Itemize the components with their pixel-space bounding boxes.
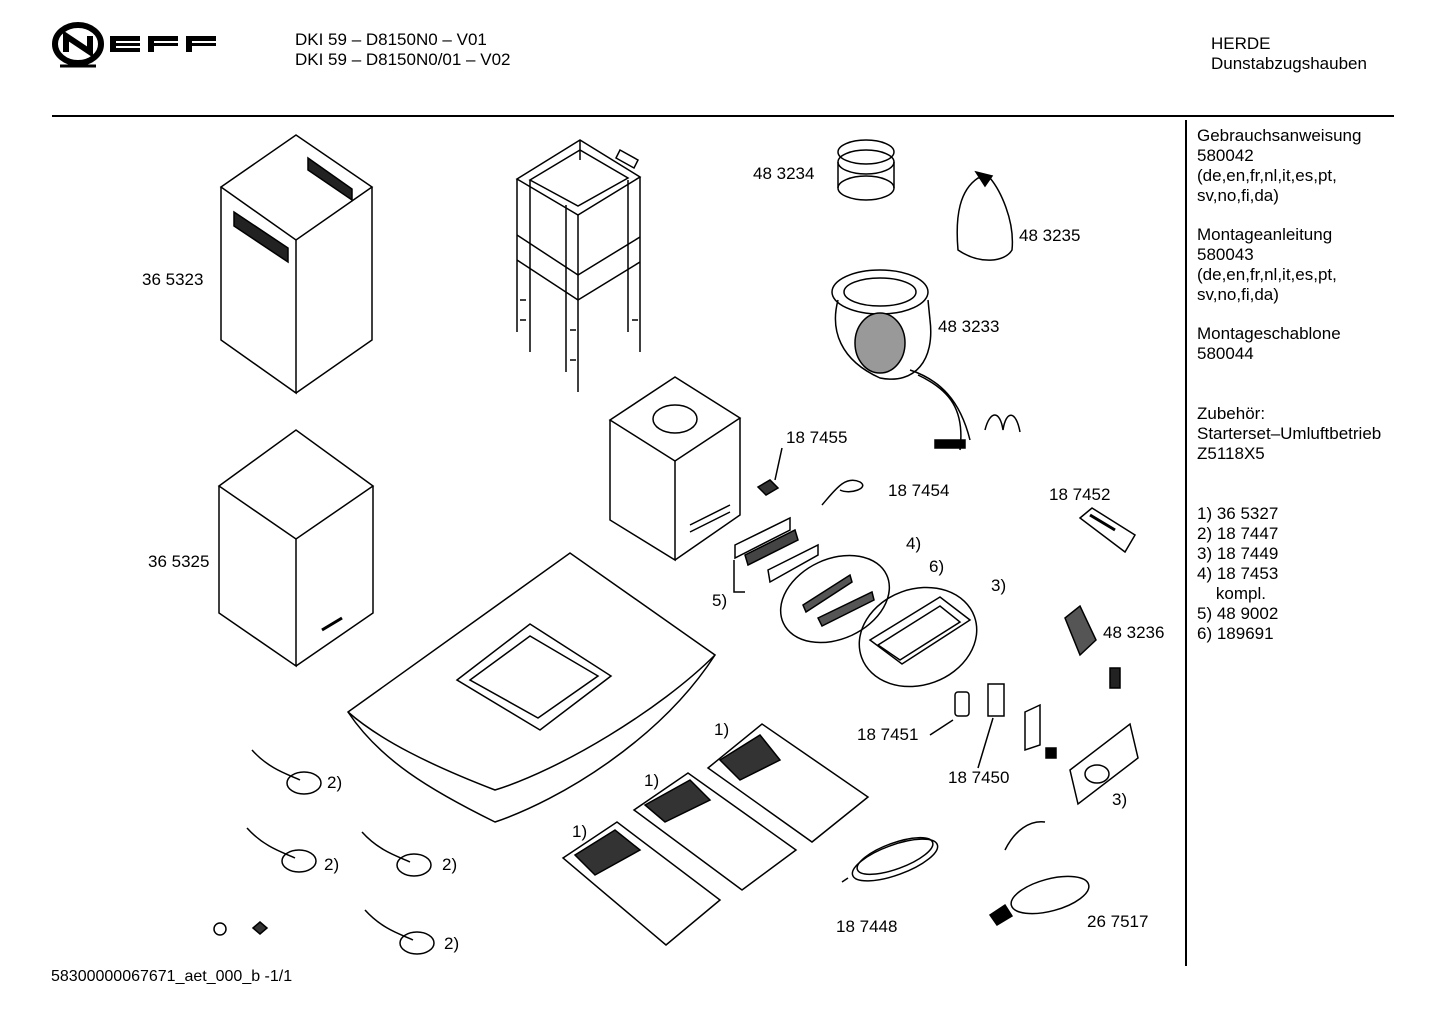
template-number: 580044 [1197, 344, 1254, 363]
callout-6: 6) [929, 557, 945, 576]
halogen-lamps [246, 749, 435, 955]
part-label-483236: 48 3236 [1103, 623, 1165, 642]
install-langs-2: sv,no,fi,da) [1197, 285, 1279, 304]
cable-187448 [841, 836, 939, 883]
filter-rail-group [779, 554, 891, 644]
footnote-item: 1) 36 5327 [1197, 504, 1279, 523]
part-label-187451: 18 7451 [857, 725, 919, 744]
manual-number: 580042 [1197, 146, 1254, 165]
footnote-item: 2) 18 7447 [1197, 524, 1279, 543]
part-label-187455: 18 7455 [786, 428, 848, 447]
model-line-1: DKI 59 – D8150N0 – V01 [295, 30, 487, 49]
footnote-item: 6) 189691 [1197, 624, 1274, 643]
footnote-item: 3) 18 7449 [1197, 544, 1279, 563]
install-langs-1: (de,en,fr,nl,it,es,pt, [1197, 265, 1337, 284]
manual-title: Gebrauchsanweisung [1197, 126, 1362, 145]
manual-langs-1: (de,en,fr,nl,it,es,pt, [1197, 166, 1337, 185]
part-label-483233: 48 3233 [938, 317, 1000, 336]
accessory-number: Z5118X5 [1197, 444, 1265, 463]
canopy-hood [346, 552, 717, 823]
callout-2-b: 2) [324, 855, 340, 874]
grease-filters [561, 723, 870, 946]
footnote-item: kompl. [1197, 584, 1266, 603]
callout-2-a: 2) [327, 773, 343, 792]
part-label-187450: 18 7450 [948, 768, 1010, 787]
part-label-483235: 48 3235 [1019, 226, 1081, 245]
part-label-483234: 48 3234 [753, 164, 815, 183]
control-panel [858, 586, 978, 688]
install-number: 580043 [1197, 245, 1254, 264]
footnote-item: 5) 48 9002 [1197, 604, 1279, 623]
category-2: Dunstabzugshauben [1211, 54, 1367, 73]
blower-housing [608, 376, 742, 562]
callout-1-top: 1) [714, 720, 730, 739]
callout-3-upper: 3) [991, 576, 1007, 595]
mounting-frame [515, 139, 642, 392]
callout-3-lower: 3) [1112, 790, 1128, 809]
manual-section: Gebrauchsanweisung 580042 (de,en,fr,nl,i… [1197, 126, 1361, 206]
accessory-title: Zubehör: [1197, 404, 1266, 423]
template-section: Montageschablone 580044 [1197, 324, 1341, 364]
install-title: Montageanleitung [1197, 225, 1333, 244]
accessory-section: Zubehör: Starterset–Umluftbetrieb Z5118X… [1197, 404, 1381, 464]
neff-logo [52, 22, 222, 77]
part-label-187454: 18 7454 [888, 481, 950, 500]
lower-control-panel [1069, 722, 1139, 806]
install-section: Montageanleitung 580043 (de,en,fr,nl,it,… [1197, 225, 1337, 305]
part-label-187452: 18 7452 [1049, 485, 1111, 504]
part-label-267517: 26 7517 [1087, 912, 1149, 931]
bag [956, 170, 1014, 261]
circuit-board [1064, 604, 1097, 657]
footnote-list: 1) 36 5327 2) 18 7447 3) 18 7449 4) 18 7… [1197, 504, 1278, 644]
duct-collar [837, 139, 895, 201]
callout-2-d: 2) [444, 934, 460, 953]
part-label-365325: 36 5325 [148, 552, 210, 571]
mounting-rails [733, 516, 819, 593]
template-title: Montageschablone [1197, 324, 1341, 343]
upper-chimney-cover [219, 134, 374, 395]
callout-1-bottom: 1) [572, 822, 588, 841]
lower-chimney-cover [217, 429, 375, 668]
callout-1-mid: 1) [644, 771, 660, 790]
manual-langs-2: sv,no,fi,da) [1197, 186, 1279, 205]
callout-4: 4) [906, 534, 922, 553]
part-label-365323: 36 5323 [142, 270, 204, 289]
part-label-187448: 18 7448 [836, 917, 898, 936]
fan-motor [831, 269, 1021, 451]
callout-2-c: 2) [442, 855, 458, 874]
cable-187454 [821, 479, 864, 506]
document-id: 58300000067671_aet_000_b -1/1 [51, 968, 293, 985]
footnote-item: 4) 18 7453 [1197, 564, 1279, 583]
callout-5: 5) [712, 591, 728, 610]
accessory-name: Starterset–Umluftbetrieb [1197, 424, 1382, 443]
model-line-2: DKI 59 – D8150N0/01 – V02 [295, 50, 511, 69]
power-cord [988, 821, 1090, 927]
category-1: HERDE [1211, 34, 1271, 53]
connector-187455 [756, 479, 780, 496]
remote-control [1078, 507, 1137, 554]
